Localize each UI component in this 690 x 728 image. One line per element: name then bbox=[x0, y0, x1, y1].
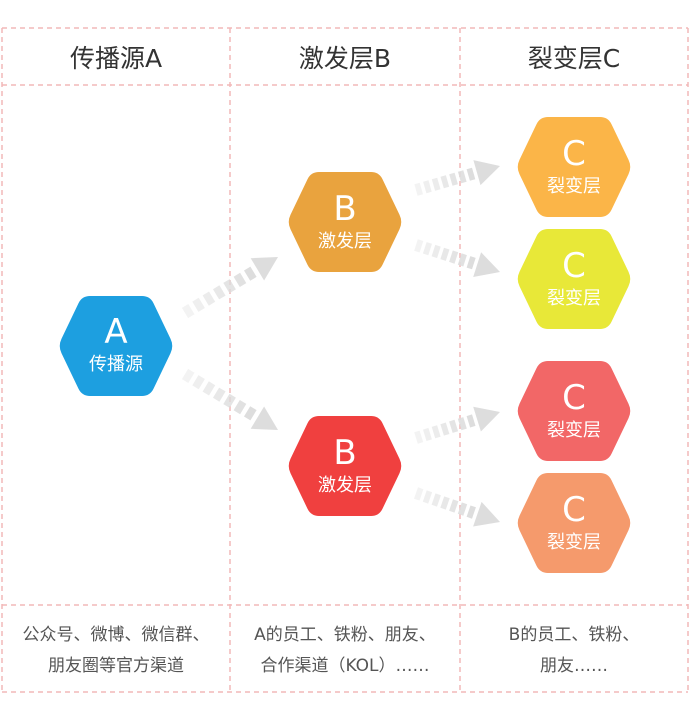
hex-node-b1: B 激发层 bbox=[288, 172, 402, 272]
hex-letter-c4: C bbox=[562, 490, 586, 530]
arrow-segment bbox=[202, 381, 216, 396]
arrow-segment bbox=[466, 414, 476, 428]
footer-col-b-line2: 合作渠道（KOL）…… bbox=[260, 656, 430, 676]
arrow-segment bbox=[192, 375, 205, 390]
footer-col-c: B的员工、铁粉、 朋友…… bbox=[460, 620, 688, 690]
arrow-segment bbox=[466, 256, 476, 270]
hex-node-c4: C 裂变层 bbox=[517, 473, 631, 573]
arrows bbox=[181, 160, 500, 527]
hex-letter-c3: C bbox=[562, 378, 586, 418]
header-col-b: 激发层B bbox=[299, 44, 391, 73]
arrow-b1-to-c1 bbox=[414, 160, 500, 196]
arrow-segment bbox=[466, 505, 476, 519]
hex-label-c2: 裂变层 bbox=[547, 288, 601, 309]
arrow-segment bbox=[466, 167, 476, 181]
hex-shape-c3 bbox=[517, 361, 631, 461]
header-col-a: 传播源A bbox=[70, 44, 162, 73]
arrow-segment bbox=[449, 250, 459, 264]
arrow-segment bbox=[213, 387, 226, 402]
hex-letter-c1: C bbox=[562, 134, 586, 174]
hex-node-c1: C 裂变层 bbox=[517, 117, 631, 217]
arrow-segment bbox=[422, 490, 433, 504]
arrow-a-to-b2 bbox=[181, 368, 278, 430]
arrow-segment bbox=[431, 244, 441, 259]
arrow-segment bbox=[431, 177, 441, 191]
arrow-segment bbox=[457, 502, 468, 516]
arrow-segment bbox=[457, 253, 467, 267]
arrow-segment bbox=[414, 430, 424, 444]
header-col-c: 裂变层C bbox=[528, 44, 620, 73]
arrow-b1-to-c2 bbox=[414, 239, 500, 277]
hex-label-c4: 裂变层 bbox=[547, 532, 601, 553]
arrow-head bbox=[473, 501, 500, 527]
arrow-segment bbox=[233, 400, 247, 415]
hex-label-a: 传播源 bbox=[89, 354, 143, 375]
arrow-segment bbox=[244, 406, 257, 421]
arrow-segment bbox=[457, 170, 467, 184]
hex-shape-b2 bbox=[288, 416, 402, 516]
hex-node-c2: C 裂变层 bbox=[517, 229, 631, 329]
arrow-segment bbox=[181, 304, 195, 319]
arrow-segment bbox=[440, 247, 450, 261]
arrow-head bbox=[473, 160, 500, 186]
arrow-segment bbox=[440, 175, 450, 189]
hex-node-b2: B 激发层 bbox=[288, 416, 402, 516]
arrow-head bbox=[473, 252, 500, 277]
grid bbox=[1, 27, 689, 693]
footer-col-b: A的员工、铁粉、朋友、 合作渠道（KOL）…… bbox=[230, 620, 460, 690]
hex-node-c3: C 裂变层 bbox=[517, 361, 631, 461]
arrow-segment bbox=[223, 279, 236, 294]
arrow-segment bbox=[457, 417, 467, 431]
footer-col-c-line1: B的员工、铁粉、 bbox=[508, 625, 640, 645]
hex-letter-c2: C bbox=[562, 246, 586, 286]
arrow-segment bbox=[431, 493, 441, 507]
hex-label-b1: 激发层 bbox=[318, 231, 372, 252]
hex-shape-c4 bbox=[517, 473, 631, 573]
hex-shape-b1 bbox=[288, 172, 402, 272]
hex-label-c3: 裂变层 bbox=[547, 420, 601, 441]
arrow-segment bbox=[423, 427, 432, 441]
hex-label-b2: 激发层 bbox=[318, 475, 372, 496]
footer-col-b-line1: A的员工、铁粉、朋友、 bbox=[254, 625, 436, 645]
arrow-segment bbox=[223, 393, 236, 408]
arrow-segment bbox=[422, 242, 432, 256]
arrow-segment bbox=[431, 425, 441, 439]
arrow-segment bbox=[414, 239, 424, 253]
arrow-segment bbox=[233, 272, 247, 287]
arrow-segment bbox=[244, 266, 257, 281]
hex-label-c1: 裂变层 bbox=[547, 176, 601, 197]
arrow-head bbox=[473, 406, 500, 432]
arrow-b2-to-c3 bbox=[414, 406, 500, 444]
arrow-b2-to-c4 bbox=[414, 487, 500, 527]
arrow-a-to-b1 bbox=[181, 257, 278, 319]
arrow-segment bbox=[423, 180, 432, 194]
arrow-segment bbox=[449, 419, 459, 433]
hex-letter-a: A bbox=[104, 312, 127, 352]
hex-shape-a bbox=[59, 296, 173, 396]
arrow-segment bbox=[440, 422, 450, 436]
hex-shape-c2 bbox=[517, 229, 631, 329]
arrow-segment bbox=[440, 496, 450, 510]
footer-col-a-line1: 公众号、微博、微信群、 bbox=[22, 625, 210, 645]
arrow-segment bbox=[449, 172, 458, 186]
arrow-segment bbox=[414, 487, 424, 501]
footer-col-a-line2: 朋友圈等官方渠道 bbox=[48, 656, 184, 676]
footer-col-c-line2: 朋友…… bbox=[540, 656, 608, 676]
arrow-segment bbox=[414, 182, 423, 196]
arrow-segment bbox=[449, 499, 459, 513]
footer-col-a: 公众号、微博、微信群、 朋友圈等官方渠道 bbox=[2, 620, 230, 690]
arrow-segment bbox=[213, 285, 226, 300]
hex-letter-b1: B bbox=[333, 189, 356, 229]
arrow-segment bbox=[202, 291, 216, 306]
hex-node-a: A 传播源 bbox=[59, 296, 173, 396]
arrow-head bbox=[250, 257, 278, 281]
arrow-segment bbox=[192, 297, 205, 312]
arrow-head bbox=[250, 406, 278, 430]
hex-shape-c1 bbox=[517, 117, 631, 217]
hex-letter-b2: B bbox=[333, 433, 356, 473]
arrow-segment bbox=[181, 368, 195, 383]
